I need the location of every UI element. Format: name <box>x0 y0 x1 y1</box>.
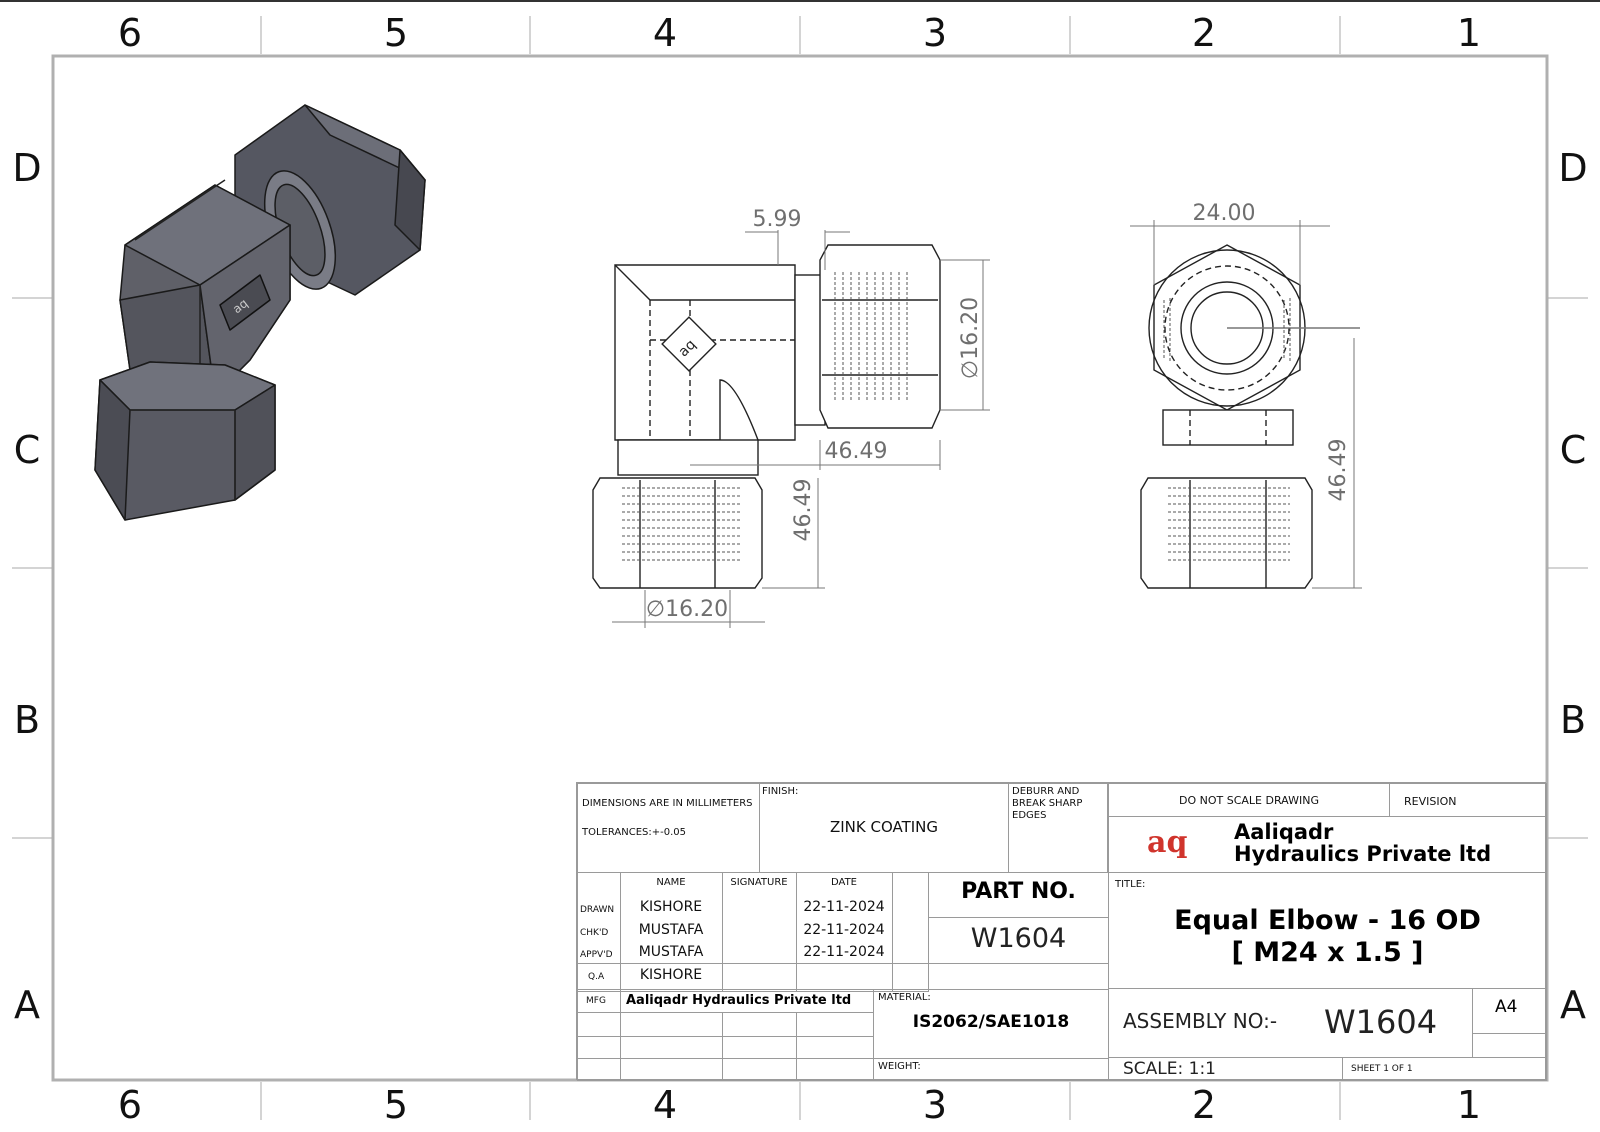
row-role: APPV'D <box>580 950 613 960</box>
mfg-label: MFG <box>586 996 606 1006</box>
title-line2: [ M24 x 1.5 ] <box>1231 937 1424 968</box>
zone-row-label: C <box>1560 428 1587 472</box>
side-view-dimensions <box>612 230 990 628</box>
scale-value: SCALE: 1:1 <box>1123 1059 1216 1079</box>
dim-bottom-diameter: ∅16.20 <box>646 597 728 622</box>
finish-cell: FINISH: ZINK COATING <box>759 783 1009 873</box>
row-date: 22-11-2024 <box>803 922 885 938</box>
row-date: 22-11-2024 <box>803 944 885 960</box>
company-cell: aq Aaliqadr Hydraulics Private ltd <box>1108 816 1547 873</box>
mfg-value: Aaliqadr Hydraulics Private ltd <box>626 993 852 1008</box>
zone-row-label: B <box>1560 698 1586 742</box>
finish-label: FINISH: <box>762 786 799 797</box>
dim-hex-diameter: ∅16.20 <box>958 297 983 379</box>
row-name: KISHORE <box>639 967 703 983</box>
end-view-dimensions <box>1130 220 1362 589</box>
title-cell: TITLE: Equal Elbow - 16 OD [ M24 x 1.5 ] <box>1108 872 1547 989</box>
assembly-number: W1604 <box>1324 1003 1438 1041</box>
title-block: DIMENSIONS ARE IN MILLIMETERS TOLERANCES… <box>576 782 1547 1081</box>
zone-col-label: 4 <box>653 1083 677 1127</box>
header-name: NAME <box>656 877 686 888</box>
zone-row-label: D <box>12 146 41 190</box>
row-role: Q.A <box>588 972 605 982</box>
sheet-size-cell: A4 <box>1472 988 1547 1058</box>
part-no-cell: PART NO. W1604 <box>928 872 1109 964</box>
part-no-label: PART NO. <box>961 879 1076 904</box>
finish-value: ZINK COATING <box>829 818 939 836</box>
dim-thread-gap: 5.99 <box>753 207 802 232</box>
row-date: 22-11-2024 <box>803 899 885 915</box>
dim-end-length: 46.49 <box>1326 439 1351 502</box>
assembly-cell: ASSEMBLY NO:- W1604 <box>1108 988 1473 1058</box>
row-role: CHK'D <box>580 928 609 938</box>
zone-col-label: 2 <box>1192 1083 1216 1127</box>
title-label: TITLE: <box>1115 879 1146 890</box>
end-view <box>1140 244 1360 589</box>
zone-row-label: D <box>1558 146 1587 190</box>
zone-col-label: 3 <box>923 11 947 55</box>
do-not-scale-cell: DO NOT SCALE DRAWING <box>1108 783 1390 817</box>
zone-col-label: 1 <box>1457 11 1481 55</box>
dims-note: DIMENSIONS ARE IN MILLIMETERS <box>582 798 753 809</box>
row-name: KISHORE <box>639 899 703 915</box>
zone-row-label: A <box>1560 983 1586 1027</box>
material-cell: MATERIAL: IS2062/SAE1018 WEIGHT: <box>873 989 1109 1081</box>
zone-col-label: 6 <box>118 11 142 55</box>
zone-col-label: 1 <box>1457 1083 1481 1127</box>
sheet-count: SHEET 1 OF 1 <box>1351 1064 1413 1074</box>
side-view: aq <box>592 244 941 589</box>
do-not-scale: DO NOT SCALE DRAWING <box>1179 794 1319 807</box>
dim-length-horizontal: 46.49 <box>825 439 888 464</box>
revision-cell: REVISION <box>1389 783 1547 817</box>
zone-col-label: 5 <box>384 11 408 55</box>
zone-dividers <box>12 16 1588 1120</box>
mfg-cell: MFG Aaliqadr Hydraulics Private ltd <box>577 989 874 1081</box>
row-name: MUSTAFA <box>638 944 704 960</box>
header-signature: SIGNATURE <box>730 877 788 888</box>
zone-col-label: 6 <box>118 1083 142 1127</box>
deburr-cell: DEBURR AND BREAK SHARP EDGES <box>1008 783 1108 873</box>
sheet-count-cell: SHEET 1 OF 1 <box>1342 1057 1547 1081</box>
zone-col-label: 5 <box>384 1083 408 1127</box>
row-role: DRAWN <box>580 905 615 915</box>
dims-note-cell: DIMENSIONS ARE IN MILLIMETERS TOLERANCES… <box>577 783 760 873</box>
zone-row-label: C <box>14 428 41 472</box>
zone-col-label: 2 <box>1192 11 1216 55</box>
zone-row-label: A <box>14 983 40 1027</box>
scale-cell: SCALE: 1:1 <box>1108 1057 1343 1081</box>
deburr-note: DEBURR AND BREAK SHARP EDGES <box>1012 786 1083 821</box>
revision-label: REVISION <box>1404 795 1457 808</box>
zone-row-label: B <box>14 698 40 742</box>
names-grid: NAME SIGNATURE DATE DRAWN KISHORE 22-11-… <box>577 872 929 992</box>
dim-length-vertical: 46.49 <box>791 479 816 542</box>
material-label: MATERIAL: <box>878 992 931 1003</box>
header-date: DATE <box>830 877 857 888</box>
isometric-view: aq <box>94 104 426 521</box>
dim-hex-width: 24.00 <box>1193 201 1256 226</box>
tolerance: TOLERANCES:+-0.05 <box>582 827 687 838</box>
weight-label: WEIGHT: <box>878 1061 921 1072</box>
material-value: IS2062/SAE1018 <box>912 1012 1070 1032</box>
part-no-value: W1604 <box>970 923 1067 954</box>
zone-col-label: 4 <box>653 11 677 55</box>
title-line1: Equal Elbow - 16 OD <box>1174 905 1481 936</box>
zone-labels: 6 5 4 3 2 1 6 5 4 3 2 1 D C B A D C B A <box>12 11 1587 1127</box>
zone-col-label: 3 <box>923 1083 947 1127</box>
company-logo: aq <box>1147 825 1188 860</box>
company-line2: Hydraulics Private ltd <box>1234 842 1492 866</box>
company-line1: Aaliqadr <box>1234 820 1334 844</box>
assembly-label: ASSEMBLY NO:- <box>1123 1009 1278 1033</box>
row-name: MUSTAFA <box>638 922 704 938</box>
sheet-size: A4 <box>1495 997 1518 1017</box>
